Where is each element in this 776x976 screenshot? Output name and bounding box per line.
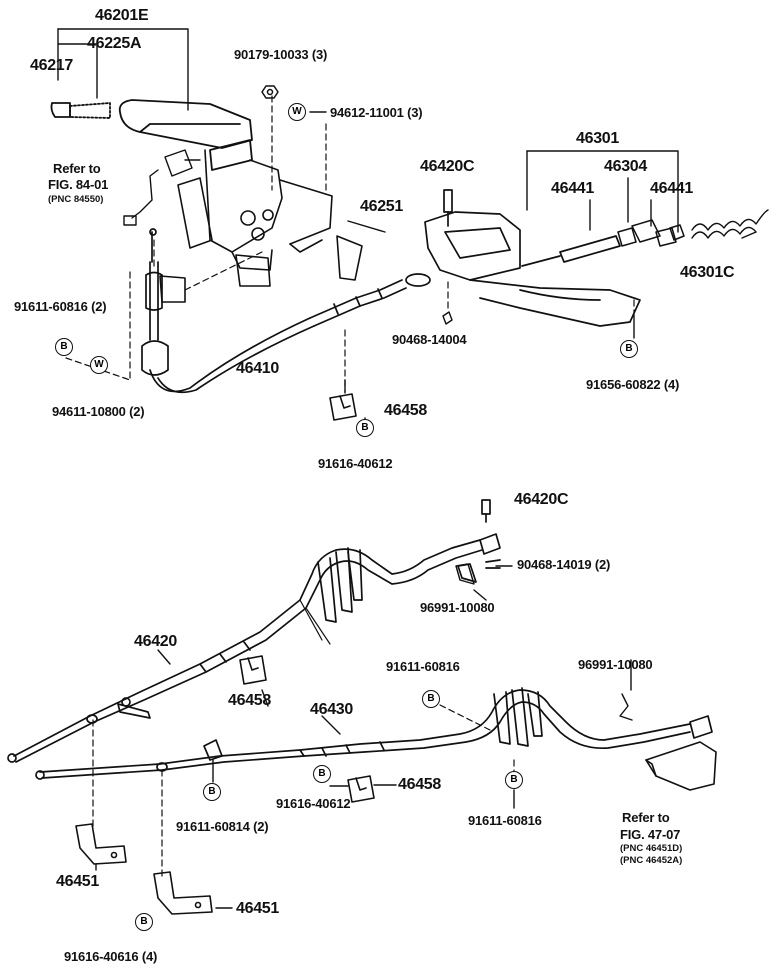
leader-lines-top bbox=[57, 28, 757, 426]
part-90468-14004: 90468-14004 bbox=[392, 332, 467, 347]
front-cable-46410 bbox=[141, 228, 431, 394]
dashed-guides-bottom bbox=[92, 704, 515, 881]
bolt-badge-right: B bbox=[620, 340, 638, 358]
ref-fig47-pnc2: (PNC 46452A) bbox=[620, 855, 683, 866]
ref-fig47-line2: FIG. 47-07 bbox=[620, 827, 681, 842]
bolt-badge-mid: B bbox=[422, 690, 440, 708]
part-46217: 46217 bbox=[30, 57, 73, 74]
nut-90179 bbox=[261, 85, 279, 99]
part-91616-40612-top: 91616-40612 bbox=[318, 456, 393, 471]
part-96991-10080-b: 96991-10080 bbox=[578, 657, 653, 672]
part-94612-11001: 94612-11001 (3) bbox=[330, 105, 423, 120]
adjuster-nuts bbox=[617, 219, 685, 247]
rear-cable-46430 bbox=[35, 687, 713, 780]
part-46451-b: 46451 bbox=[236, 900, 279, 917]
ref-fig84-line1: Refer to bbox=[53, 161, 101, 176]
brake-switch-connector bbox=[123, 149, 201, 226]
ref-fig47-line1: Refer to bbox=[622, 810, 670, 825]
part-46441-b: 46441 bbox=[650, 180, 693, 197]
bolt-badge-clip-top: B bbox=[356, 419, 374, 437]
part-90468-14019: 90468-14019 (2) bbox=[517, 557, 611, 572]
part-91611-60816-low: 91611-60816 bbox=[468, 813, 542, 828]
part-46451-a: 46451 bbox=[56, 873, 99, 890]
washer-badge: W bbox=[288, 103, 306, 121]
bolt-badge-bottom: B bbox=[135, 913, 153, 931]
part-46201E: 46201E bbox=[95, 7, 149, 24]
part-46420: 46420 bbox=[134, 633, 177, 650]
brake-lever-handle bbox=[50, 99, 253, 171]
part-46410: 46410 bbox=[236, 360, 279, 377]
part-94611-10800: 94611-10800 (2) bbox=[52, 404, 145, 419]
ref-fig47-pnc1: (PNC 46451D) bbox=[620, 843, 683, 854]
equalizer-bracket bbox=[424, 189, 641, 327]
cable-heat-insulator bbox=[645, 741, 717, 791]
bolt-badge-60814: B bbox=[203, 783, 221, 801]
ref-fig84-pnc: (PNC 84550) bbox=[48, 194, 104, 205]
bolt-badge-right-low: B bbox=[505, 771, 523, 789]
ref-fig84-line2: FIG. 84-01 bbox=[48, 177, 109, 192]
part-46301: 46301 bbox=[576, 130, 619, 147]
part-91611-60814: 91611-60814 (2) bbox=[176, 819, 269, 834]
part-91616-40616: 91616-40616 (4) bbox=[64, 949, 158, 964]
part-91616-40612-low: 91616-40612 bbox=[276, 796, 351, 811]
part-91611-60816-top: 91611-60816 (2) bbox=[14, 299, 107, 314]
cable-bracket-46451-left bbox=[75, 823, 127, 865]
clip-96991-lower bbox=[619, 693, 633, 721]
part-46304: 46304 bbox=[604, 158, 647, 175]
lever-ratchet-bracket bbox=[159, 149, 363, 303]
cable-clip-low bbox=[347, 775, 375, 803]
bolt-badge-low-clip: B bbox=[313, 765, 331, 783]
clip-96991-upper bbox=[455, 563, 475, 585]
return-spring bbox=[691, 209, 769, 239]
part-91611-60816-mid: 91611-60816 bbox=[386, 659, 460, 674]
part-90179-10033: 90179-10033 (3) bbox=[234, 47, 328, 62]
part-46458-mid: 46458 bbox=[228, 692, 271, 709]
part-46420C-mid: 46420C bbox=[514, 491, 569, 508]
cable-clip-mid bbox=[239, 655, 267, 685]
dashed-guides-top bbox=[65, 95, 635, 393]
part-46430: 46430 bbox=[310, 701, 353, 718]
leader-lines-bottom bbox=[95, 565, 632, 909]
part-46458-low: 46458 bbox=[398, 776, 441, 793]
part-96991-10080-a: 96991-10080 bbox=[420, 600, 495, 615]
washer-badge-lower: W bbox=[90, 356, 108, 374]
cable-clip-top bbox=[329, 393, 357, 421]
part-46225A: 46225A bbox=[87, 35, 142, 52]
part-46251: 46251 bbox=[360, 198, 403, 215]
part-91656-60822: 91656-60822 (4) bbox=[586, 377, 680, 392]
cable-bracket-46451-right bbox=[153, 871, 213, 915]
part-46420C-top: 46420C bbox=[420, 158, 475, 175]
part-46301C: 46301C bbox=[680, 264, 735, 281]
bolt-badge-top-left: B bbox=[55, 338, 73, 356]
pin-90468 bbox=[442, 311, 453, 325]
part-46458-top: 46458 bbox=[384, 402, 427, 419]
part-46441-a: 46441 bbox=[551, 180, 594, 197]
rear-cable-46420 bbox=[7, 499, 501, 763]
